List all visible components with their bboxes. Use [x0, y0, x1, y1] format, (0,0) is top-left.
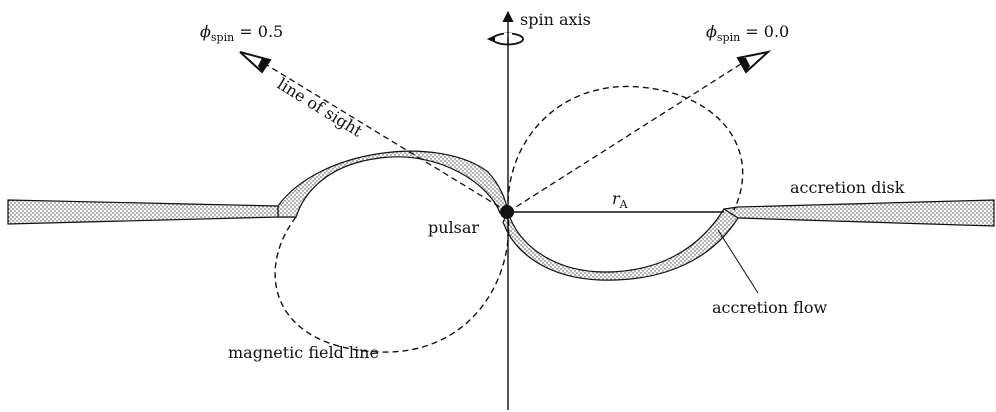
accretion-disk-right: [724, 200, 994, 226]
phi-right-label: ϕspin = 0.0: [706, 22, 789, 44]
magnetic-field-line-label: magnetic field line: [228, 343, 379, 362]
observer-right-eye-icon: [738, 52, 768, 72]
accretion-disk-left: [8, 200, 296, 224]
pulsar-label: pulsar: [428, 218, 479, 237]
rotation-arrow-icon: [488, 32, 523, 46]
accretion-flow-label: accretion flow: [712, 298, 827, 317]
magnetic-field-line-right: [508, 86, 743, 212]
line-of-sight-right: [508, 62, 744, 212]
accretion-flow-leader: [718, 230, 758, 293]
alfven-radius-label: rA: [612, 189, 629, 211]
phi-left-label: ϕspin = 0.5: [200, 22, 283, 44]
observer-left-eye-icon: [240, 52, 270, 72]
pulsar-dot: [500, 205, 514, 219]
accretion-flow-upper: [278, 151, 508, 217]
line-of-sight-label: line of sight: [274, 74, 366, 141]
accretion-disk-label: accretion disk: [790, 178, 905, 197]
spin-axis-label: spin axis: [520, 10, 591, 29]
accretion-flow-lower: [503, 209, 738, 280]
